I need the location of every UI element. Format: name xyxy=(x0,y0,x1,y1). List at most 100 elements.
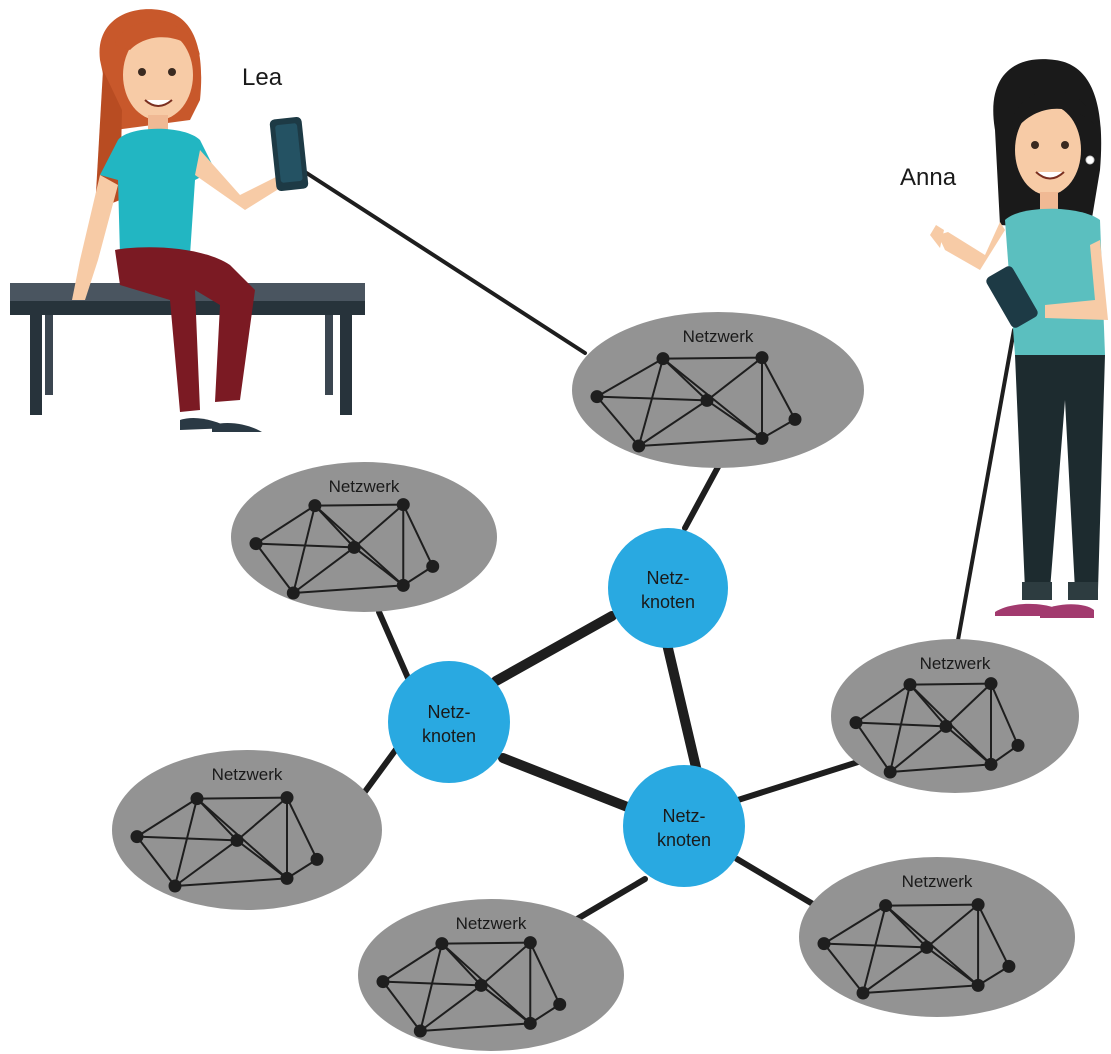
person-name-lea: Lea xyxy=(242,64,283,91)
mesh-dot xyxy=(308,499,322,513)
mesh-dot xyxy=(971,978,985,992)
network-cloud: Netzwerk xyxy=(358,899,624,1051)
mesh-dot xyxy=(435,937,449,951)
person-anna: Anna xyxy=(900,59,1108,618)
mesh-dot xyxy=(817,937,831,951)
mesh-edge xyxy=(885,903,979,907)
mesh-dot xyxy=(700,393,714,407)
mesh-dot xyxy=(280,871,294,885)
mesh-dot xyxy=(130,830,144,844)
mesh-edge xyxy=(293,584,404,594)
mesh-dot xyxy=(883,765,897,779)
mesh-dot xyxy=(939,719,953,733)
mesh-edge xyxy=(255,504,316,545)
hub-node-label-line1: Netz- xyxy=(646,568,689,588)
mesh-edge xyxy=(292,505,316,594)
mesh-edge xyxy=(236,796,288,842)
hub-node-label-line1: Netz- xyxy=(662,806,705,826)
hub-node-circle xyxy=(388,661,510,783)
network-label: Netzwerk xyxy=(920,654,991,673)
mesh-edge xyxy=(945,682,992,728)
mesh-dot xyxy=(971,898,985,912)
mesh-dot xyxy=(856,986,870,1000)
mesh-edge xyxy=(889,725,947,773)
mesh-edge xyxy=(174,877,288,887)
mesh-edge xyxy=(174,839,238,887)
mesh-edge xyxy=(420,1022,531,1032)
link-anna-phone-to-network xyxy=(956,328,1016,642)
mesh-edge xyxy=(136,797,198,838)
mesh-edge xyxy=(596,395,640,447)
mesh-edge xyxy=(136,835,238,842)
mesh-edge xyxy=(862,905,887,994)
mesh-dot xyxy=(1002,959,1016,973)
mesh-dot xyxy=(849,716,863,730)
mesh-edge xyxy=(909,682,992,686)
network-label: Netzwerk xyxy=(456,914,527,933)
network-label: Netzwerk xyxy=(683,327,754,346)
network-cloud: Netzwerk xyxy=(572,312,864,468)
mesh-edge xyxy=(862,946,928,994)
network-label: Netzwerk xyxy=(902,872,973,891)
hub-node-label-line2: knoten xyxy=(422,726,476,746)
mesh-edge xyxy=(990,683,1019,746)
mesh-edge xyxy=(419,984,482,1032)
mesh-edge xyxy=(441,941,531,945)
network-cloud: Netzwerk xyxy=(831,639,1079,793)
mesh-edge xyxy=(353,503,404,549)
mesh-dot xyxy=(474,978,488,992)
network-ellipse xyxy=(572,312,864,468)
mesh-edge xyxy=(761,357,796,420)
mesh-edge xyxy=(637,358,664,447)
mesh-dot xyxy=(903,678,917,692)
network-clouds: NetzwerkNetzwerkNetzwerkNetzwerkNetzwerk… xyxy=(112,312,1079,1051)
link-node-left-to-node-bottom xyxy=(498,753,635,813)
connections xyxy=(303,170,1016,925)
mesh-edge xyxy=(662,356,763,360)
link-node-top-to-node-left xyxy=(491,611,617,686)
mesh-edge xyxy=(286,797,318,860)
mesh-edge xyxy=(136,835,176,887)
link-network-left-to-node-left xyxy=(376,609,411,681)
mesh-dot xyxy=(523,1016,537,1030)
mesh-dot xyxy=(656,352,670,366)
mesh-edge xyxy=(823,904,887,945)
mesh-edge xyxy=(596,357,664,398)
mesh-edge xyxy=(480,941,531,987)
mesh-edge xyxy=(382,980,482,987)
mesh-dot xyxy=(376,975,390,989)
mesh-dot xyxy=(879,899,893,913)
link-lea-phone-to-network xyxy=(303,170,587,355)
mesh-edge xyxy=(196,796,288,800)
mesh-edge xyxy=(419,943,443,1032)
mesh-dot xyxy=(1011,738,1025,752)
mesh-dot xyxy=(190,792,204,806)
network-ellipse xyxy=(831,639,1079,793)
mesh-edge xyxy=(638,437,763,447)
mesh-dot xyxy=(168,879,182,893)
mesh-dot xyxy=(347,540,361,554)
mesh-dot xyxy=(396,578,410,592)
mesh-edge xyxy=(529,942,561,1005)
mesh-dot xyxy=(230,833,244,847)
mesh-dot xyxy=(426,559,440,573)
mesh-edge xyxy=(855,683,911,724)
hub-node-label-line2: knoten xyxy=(641,592,695,612)
link-node-bottom-to-network-right xyxy=(735,759,861,803)
person-name-anna: Anna xyxy=(900,164,957,191)
mesh-dot xyxy=(632,439,646,453)
network-cloud: Netzwerk xyxy=(799,857,1075,1017)
mesh-edge xyxy=(174,798,198,887)
mesh-dot xyxy=(396,498,410,512)
mesh-dot xyxy=(755,351,769,365)
mesh-dot xyxy=(249,537,263,551)
mesh-dot xyxy=(920,940,934,954)
mesh-dot xyxy=(280,791,294,805)
person-lea: Lea xyxy=(10,9,365,432)
mesh-edge xyxy=(855,722,892,773)
mesh-dot xyxy=(984,757,998,771)
hub-node-circle xyxy=(608,528,728,648)
hub-node: Netz-knoten xyxy=(608,528,728,648)
mesh-dot xyxy=(286,586,300,600)
